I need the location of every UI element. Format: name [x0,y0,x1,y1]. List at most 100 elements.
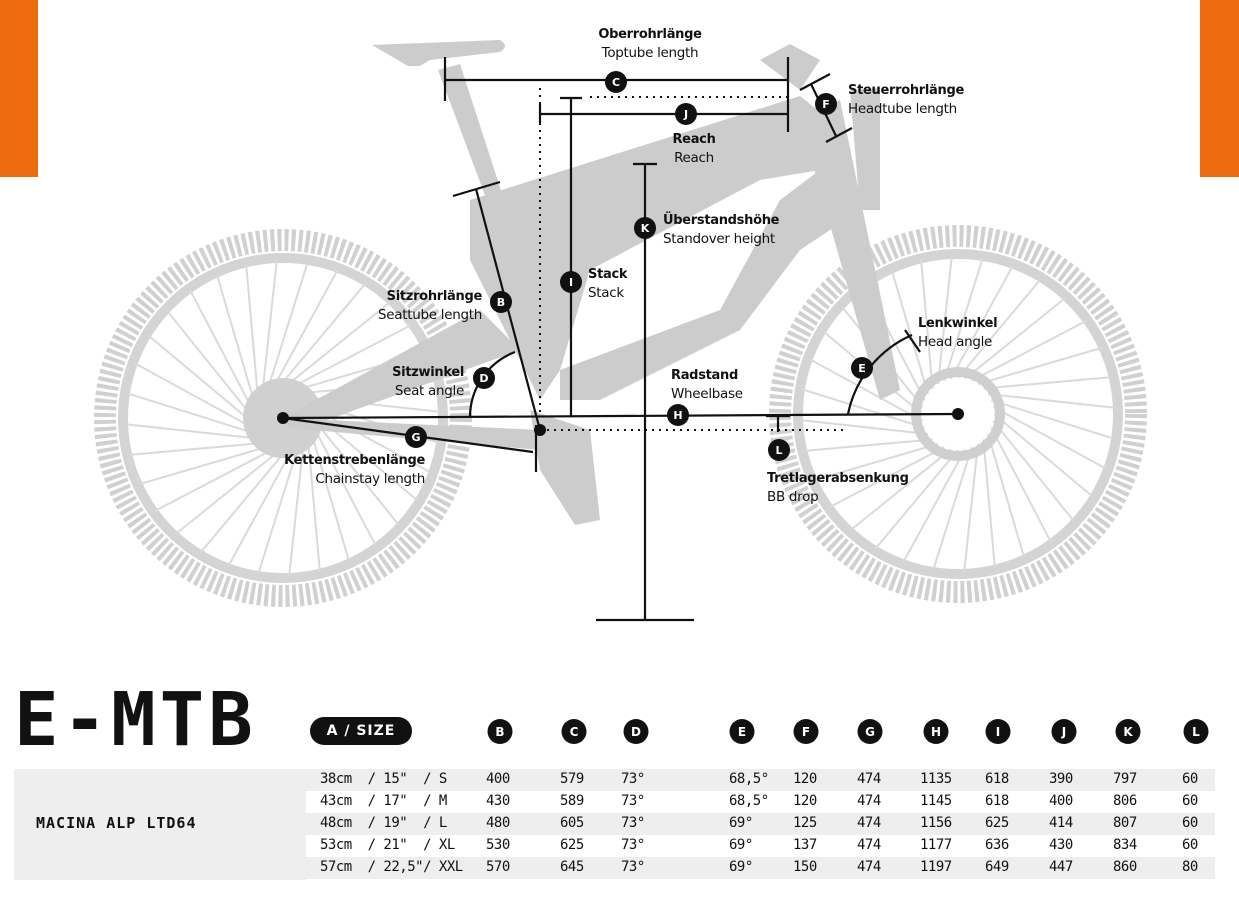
spoke [987,393,1116,409]
column-header-l: L [1183,719,1209,744]
value-cell: 125 [793,815,817,831]
spoke [315,431,377,547]
spoke [809,358,924,422]
value-cell: 150 [793,859,817,875]
column-header-e: E [729,719,755,744]
size-cell: 43cm / 17" / M [320,793,447,809]
spoke [982,439,996,568]
value-cell: 474 [857,837,881,853]
value-cell: 807 [1113,815,1137,831]
column-header-k: K [1115,719,1141,744]
spoke [126,392,251,433]
spoke [850,448,952,531]
spoke [800,419,929,435]
value-cell: 834 [1113,837,1137,853]
value-cell: 1145 [920,793,952,809]
value-cell: 60 [1182,793,1198,809]
value-cell: 1197 [920,859,952,875]
marker-k: K [634,217,656,239]
marker-j: J [675,103,697,125]
spoke [275,269,339,384]
spoke [147,334,248,419]
size-cell: 57cm / 22,5"/ XXL [320,859,463,875]
value-cell: 605 [560,815,584,831]
column-header-c: C [561,719,587,744]
value-cell: 474 [857,815,881,831]
spoke [890,270,930,395]
spoke [983,376,1112,390]
front-wheel [769,225,1147,603]
joint-dots [277,408,964,436]
model-band [14,769,306,880]
value-cell: 579 [560,771,584,787]
marker-f: F [815,93,837,115]
dotted-guides [539,88,845,431]
spoke [992,406,1107,470]
value-cell: 636 [985,837,1009,853]
value-cell: 430 [486,793,510,809]
spoke [257,450,298,575]
value-cell: 68,5° [729,793,769,809]
marker-h: H [667,404,689,426]
value-cell: 645 [560,859,584,875]
value-cell: 414 [1049,815,1073,831]
size-cell: 38cm / 15" / S [320,771,447,787]
column-header-d: D [623,719,649,744]
bike-geometry-diagram [94,40,1147,622]
value-cell: 69° [729,837,753,853]
value-cell: 400 [486,771,510,787]
value-cell: 390 [1049,771,1073,787]
spoke [937,256,953,385]
column-header-b: B [487,719,513,744]
spoke [829,446,945,508]
value-cell: 625 [985,815,1009,831]
spoke [950,265,1014,380]
spoke [993,413,1094,498]
spoke [215,274,255,399]
spoke [902,448,966,563]
spoke [282,282,367,383]
value-cell: 474 [857,859,881,875]
size-cell: 48cm / 19" / L [320,815,447,831]
spoke [139,446,264,486]
value-cell: 73° [621,771,645,787]
category-title: E-MTB [14,677,257,763]
spoke [296,324,412,386]
spoke [971,320,1087,382]
value-cell: 570 [486,859,510,875]
spoke [317,424,400,526]
value-cell: 618 [985,793,1009,809]
value-cell: 589 [560,793,584,809]
spoke [262,260,278,389]
value-cell: 60 [1182,837,1198,853]
value-cell: 400 [1049,793,1073,809]
spoke [154,450,270,512]
value-cell: 625 [560,837,584,853]
marker-g: G [405,426,427,448]
value-cell: 480 [486,815,510,831]
column-header-i: I [985,719,1011,744]
spoke [963,443,979,572]
value-cell: 137 [793,837,817,853]
value-cell: 474 [857,793,881,809]
spoke [990,399,1115,440]
spoke [943,257,984,382]
model-name: MACINA ALP LTD64 [36,814,197,832]
spoke [814,442,939,482]
spoke [199,453,284,554]
value-cell: 68,5° [729,771,769,787]
marker-c: C [605,71,627,93]
spoke [990,427,1052,543]
column-header-f: F [793,719,819,744]
value-cell: 1156 [920,815,952,831]
